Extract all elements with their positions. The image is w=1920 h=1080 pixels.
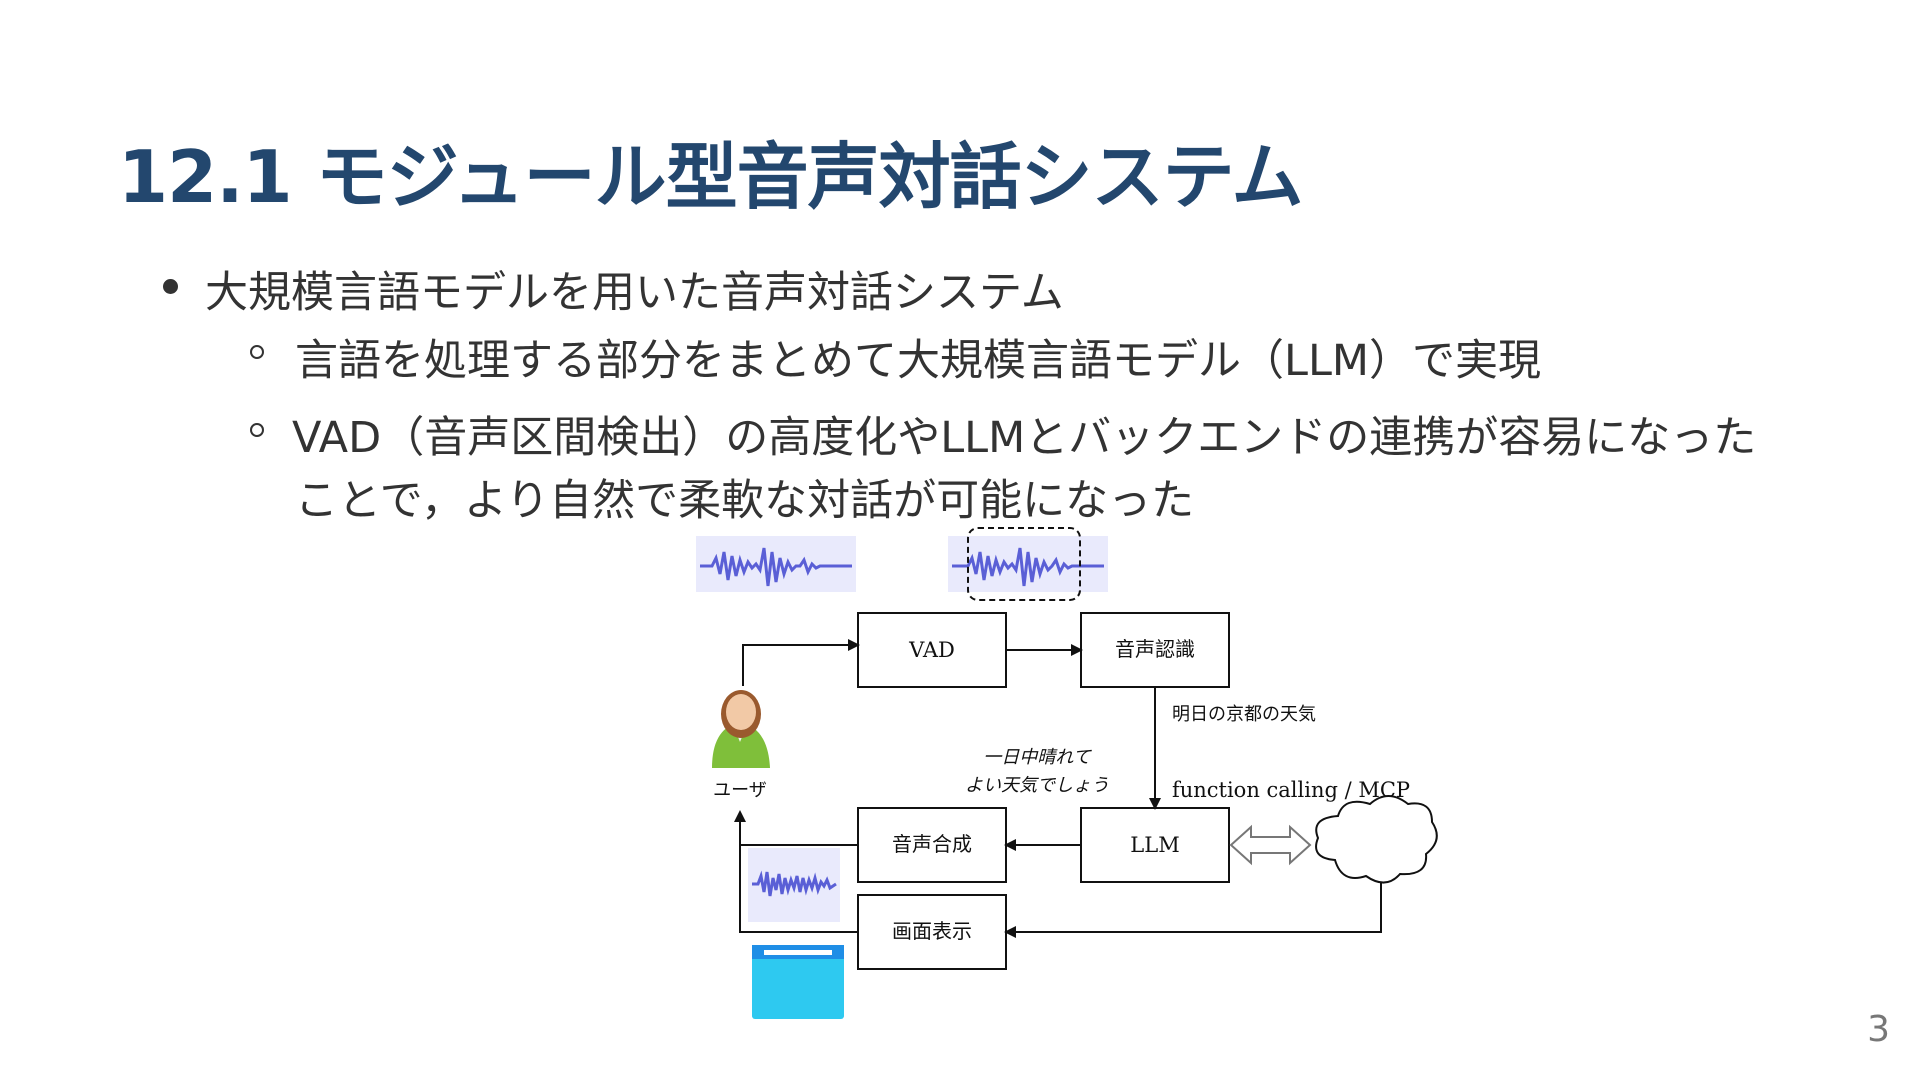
tts-label: 音声合成: [892, 832, 972, 856]
sub-bullet-llm: 言語を処理する部分をまとめて大規模言語モデル（LLM）で実現: [295, 336, 1542, 386]
llm-box: [1080, 807, 1230, 883]
asr-label: 音声認識: [1115, 637, 1195, 661]
user-label: ユーザ: [713, 780, 767, 801]
waveform-icon: [748, 848, 840, 922]
sub-bullet-vad-line1: VAD（音声区間検出）の高度化やLLMとバックエンドの連携が容易になった: [292, 413, 1757, 463]
llm-label: LLM: [1130, 833, 1179, 857]
slide-title: 12.1 モジュール型音声対話システム: [118, 135, 1304, 219]
llm-output-line1: 一日中晴れて: [983, 747, 1092, 768]
bullet-circle: [250, 345, 264, 359]
asr-output-label: 明日の京都の天気: [1172, 704, 1316, 725]
waveform-icon: [948, 527, 1108, 601]
display-label: 画面表示: [892, 919, 972, 943]
edge-user-to-vad: [742, 639, 860, 686]
bullet-dot: [163, 279, 178, 294]
screen-icon: [752, 945, 844, 1019]
user-avatar-icon: [712, 690, 770, 768]
edge-output-to-user: [734, 810, 858, 933]
edge-cloud-to-display: [1004, 880, 1382, 938]
tool-label: function calling / MCP: [1172, 778, 1410, 802]
waveform-icon: [696, 536, 856, 592]
sub-bullet-vad-line2: ことで，より自然で柔軟な対話が可能になった: [295, 476, 1195, 526]
bullet-circle: [250, 423, 264, 437]
vad-label: VAD: [908, 638, 955, 662]
vad-box: [857, 612, 1007, 688]
cloud-icon: [1315, 795, 1438, 884]
page-number: 3: [1867, 1009, 1890, 1050]
bullet-level1: 大規模言語モデルを用いた音声対話システム: [205, 268, 1064, 318]
double-arrow-icon: [1229, 824, 1312, 866]
llm-output-line2: よい天気でしょう: [965, 775, 1109, 796]
